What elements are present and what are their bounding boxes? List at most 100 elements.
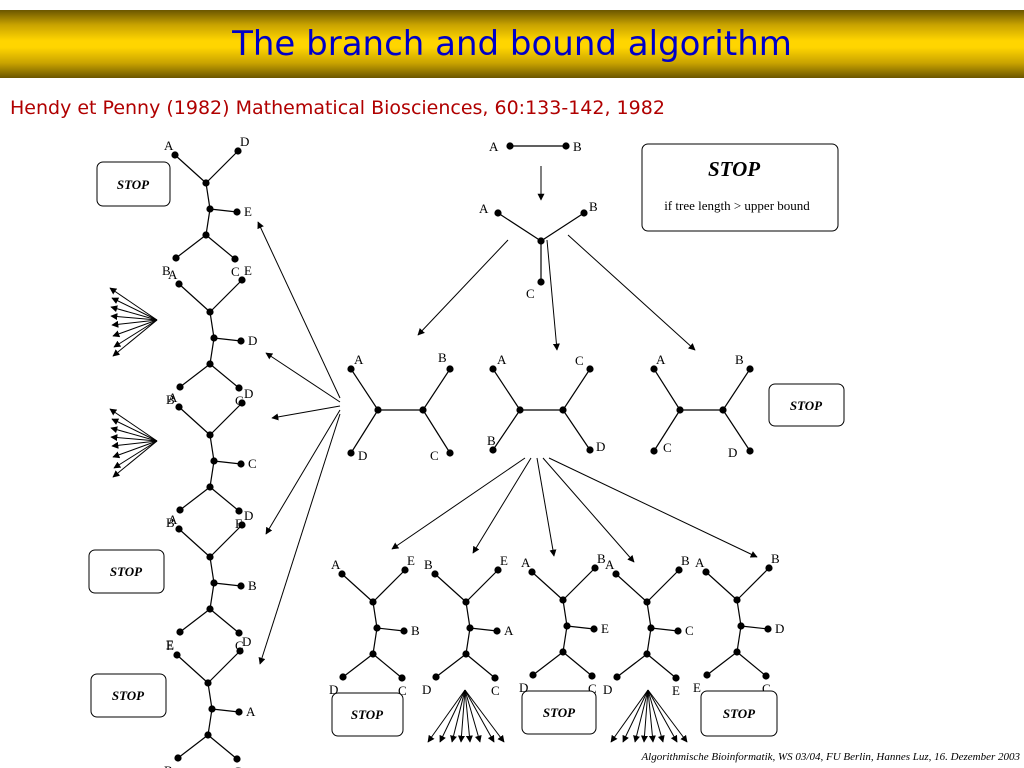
svg-text:B: B [411, 623, 420, 638]
svg-text:C: C [235, 638, 244, 653]
tree-three-taxa: A B C [479, 199, 598, 301]
bottom-tree-1: A E B D C [329, 553, 420, 698]
svg-text:STOP: STOP [110, 564, 143, 579]
svg-text:A: A [246, 704, 256, 719]
svg-text:A: A [168, 267, 178, 282]
svg-text:B: B [164, 763, 173, 768]
left-tree-1: A D E B C [162, 134, 252, 279]
svg-text:A: A [479, 201, 489, 216]
svg-text:D: D [422, 682, 431, 697]
svg-text:A: A [164, 138, 174, 153]
legend-stop-text: STOP [708, 157, 760, 181]
svg-text:D: D [775, 621, 784, 636]
arrows-to-left-column [257, 221, 341, 665]
bottom-tree-2: B E A D C [422, 553, 514, 698]
stop-box-left-5: STOP [90, 673, 167, 718]
svg-text:C: C [398, 683, 407, 698]
svg-text:B: B [681, 553, 690, 568]
stop-box-bottom-5: STOP [700, 690, 778, 737]
svg-text:STOP: STOP [543, 705, 576, 720]
svg-text:B: B [735, 352, 744, 367]
svg-text:E: E [166, 637, 174, 652]
svg-text:B: B [771, 551, 780, 566]
svg-text:D: D [596, 439, 605, 454]
svg-text:D: D [728, 445, 737, 460]
left-tree-2: A E D B C [166, 263, 257, 408]
svg-text:A: A [521, 555, 531, 570]
svg-text:C: C [575, 353, 584, 368]
svg-text:C: C [248, 456, 257, 471]
svg-text:B: B [162, 263, 171, 278]
svg-text:C: C [663, 440, 672, 455]
stop-box-mid: STOP [768, 383, 845, 427]
left-tree-4: A D B E C [166, 508, 257, 653]
svg-text:D: D [603, 682, 612, 697]
svg-text:B: B [597, 551, 606, 566]
citation: Hendy et Penny (1982) Mathematical Biosc… [10, 97, 665, 119]
svg-text:C: C [233, 764, 242, 768]
svg-text:D: D [329, 682, 338, 697]
svg-text:A: A [497, 352, 507, 367]
tree-four-2: A C B D [487, 352, 605, 454]
left-column-trees: ADEBCAEDBCADCBEADBECEDABC [162, 134, 257, 768]
svg-text:B: B [424, 557, 433, 572]
svg-text:A: A [489, 139, 499, 154]
svg-text:E: E [166, 638, 174, 653]
svg-text:C: C [235, 393, 244, 408]
svg-text:B: B [438, 350, 447, 365]
arrows-to-bottom-row [391, 457, 758, 563]
svg-text:A: A [504, 623, 514, 638]
svg-text:A: A [695, 555, 705, 570]
svg-text:E: E [693, 680, 701, 695]
svg-text:D: D [244, 508, 253, 523]
svg-text:STOP: STOP [112, 688, 145, 703]
legend-condition-text: if tree length > upper bound [664, 198, 810, 213]
svg-text:D: D [248, 333, 257, 348]
page-title: The branch and bound algorithm [232, 24, 792, 64]
svg-text:D: D [519, 680, 528, 695]
svg-text:B: B [166, 515, 175, 530]
tree-four-3: A B C D [650, 352, 754, 460]
footer-credit: Algorithmische Bioinformatik, WS 03/04, … [641, 751, 1020, 763]
svg-text:E: E [244, 263, 252, 278]
stop-box-left-4: STOP [88, 549, 165, 594]
svg-text:E: E [407, 553, 415, 568]
svg-text:C: C [491, 683, 500, 698]
svg-text:A: A [656, 352, 666, 367]
svg-text:C: C [231, 264, 240, 279]
svg-text:C: C [588, 681, 597, 696]
stop-box-bottom-3: STOP [521, 690, 597, 735]
svg-text:STOP: STOP [117, 177, 150, 192]
svg-text:E: E [500, 553, 508, 568]
svg-text:B: B [487, 433, 496, 448]
svg-text:B: B [166, 392, 175, 407]
svg-text:D: D [240, 134, 249, 149]
stop-box-left-1: STOP [96, 161, 171, 207]
svg-text:E: E [601, 621, 609, 636]
svg-text:A: A [605, 557, 615, 572]
svg-text:B: B [589, 199, 598, 214]
bottom-tree-4: A B C D E [603, 553, 694, 698]
svg-text:STOP: STOP [723, 706, 756, 721]
svg-text:A: A [168, 390, 178, 405]
stop-box-bottom-1: STOP [331, 692, 404, 737]
tree-two-taxa: A B [489, 139, 582, 154]
tree-four-1: A B D C [347, 350, 454, 463]
svg-text:STOP: STOP [351, 707, 384, 722]
arrow-fan-left [109, 408, 158, 478]
arrow-fan-left [109, 287, 158, 357]
svg-text:D: D [358, 448, 367, 463]
svg-text:A: A [168, 512, 178, 527]
svg-text:C: C [762, 681, 771, 696]
svg-text:A: A [354, 352, 364, 367]
svg-text:B: B [573, 139, 582, 154]
left-tree-5: EDABC [164, 634, 256, 768]
svg-text:B: B [248, 578, 257, 593]
svg-text:C: C [685, 623, 694, 638]
svg-text:STOP: STOP [790, 398, 823, 413]
stop-legend: STOP if tree length > upper bound [641, 143, 839, 232]
svg-text:D: D [244, 386, 253, 401]
svg-text:A: A [331, 557, 341, 572]
